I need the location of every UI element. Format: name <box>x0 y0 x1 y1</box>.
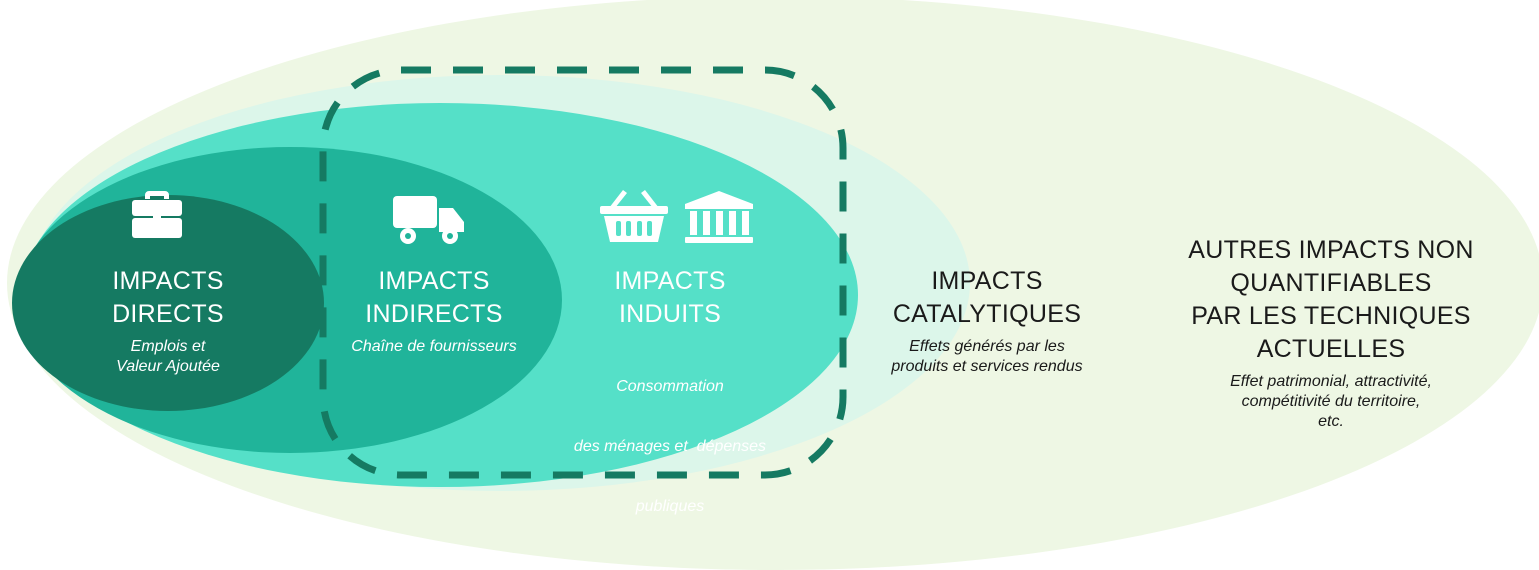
direct-impacts-title: IMPACTS DIRECTS <box>60 265 276 331</box>
title-line: IMPACTS <box>378 267 490 295</box>
subtitle-line: produits et services rendus <box>891 358 1083 375</box>
catalytic-impacts-title: IMPACTS CATALYTIQUES <box>862 265 1112 331</box>
title-line: IMPACTS <box>112 267 224 295</box>
subtitle-line: Emplois et <box>130 338 206 355</box>
catalytic-impacts-subtitle: Effets générés par les produits et servi… <box>862 337 1112 377</box>
induced-impacts-title: IMPACTS INDUITS <box>540 265 800 331</box>
title-line: AUTRES IMPACTS NON <box>1188 236 1474 264</box>
title-line: CATALYTIQUES <box>892 300 1082 328</box>
title-line: DIRECTS <box>112 300 224 328</box>
subtitle-line: des ménages et dépenses <box>573 438 767 455</box>
subtitle-line: Chaîne de fournisseurs <box>351 338 517 355</box>
indirect-impacts-label: IMPACTS INDIRECTS Chaîne de fournisseurs <box>318 265 550 357</box>
title-line: PAR LES TECHNIQUES <box>1191 302 1471 330</box>
subtitle-line: Effets générés par les <box>909 338 1065 355</box>
indirect-impacts-subtitle: Chaîne de fournisseurs <box>318 337 550 357</box>
subtitle-line: compétitivité du territoire, <box>1241 393 1421 410</box>
modeled-impacts-dashed-frame <box>319 66 847 479</box>
bank-icon <box>685 191 753 243</box>
other-impacts-title: AUTRES IMPACTS NON QUANTIFIABLES PAR LES… <box>1158 234 1504 366</box>
truck-wheel-hub <box>447 233 453 239</box>
title-line: INDIRECTS <box>365 300 503 328</box>
catalytic-impacts-label: IMPACTS CATALYTIQUES Effets générés par … <box>862 265 1112 377</box>
title-line: IMPACTS <box>931 267 1043 295</box>
subtitle-line: Effet patrimonial, attractivité, <box>1230 373 1432 390</box>
subtitle-line: publiques <box>635 498 705 515</box>
induced-impacts-label: IMPACTS INDUITS Consommation des ménages… <box>540 265 800 557</box>
briefcase-icon <box>132 191 182 238</box>
direct-impacts-subtitle: Emplois et Valeur Ajoutée <box>60 337 276 377</box>
title-line: QUANTIFIABLES <box>1230 269 1432 297</box>
title-line: ACTUELLES <box>1256 335 1406 363</box>
direct-impacts-label: IMPACTS DIRECTS Emplois et Valeur Ajouté… <box>60 265 276 377</box>
basket-slots <box>616 221 652 236</box>
subtitle-line: Valeur Ajoutée <box>116 358 220 375</box>
subtitle-line: Consommation <box>616 378 724 395</box>
truck-wheel-hub <box>405 233 411 239</box>
title-line: INDUITS <box>618 300 722 328</box>
induced-impacts-subtitle: Consommation des ménages et dépenses pub… <box>540 337 800 557</box>
title-line: IMPACTS <box>614 267 726 295</box>
direct-impacts-ellipse <box>12 195 324 411</box>
subtitle-line: etc. <box>1318 413 1344 430</box>
other-impacts-label: AUTRES IMPACTS NON QUANTIFIABLES PAR LES… <box>1158 234 1504 432</box>
other-impacts-subtitle: Effet patrimonial, attractivité, compéti… <box>1158 372 1504 432</box>
indirect-impacts-title: IMPACTS INDIRECTS <box>318 265 550 331</box>
